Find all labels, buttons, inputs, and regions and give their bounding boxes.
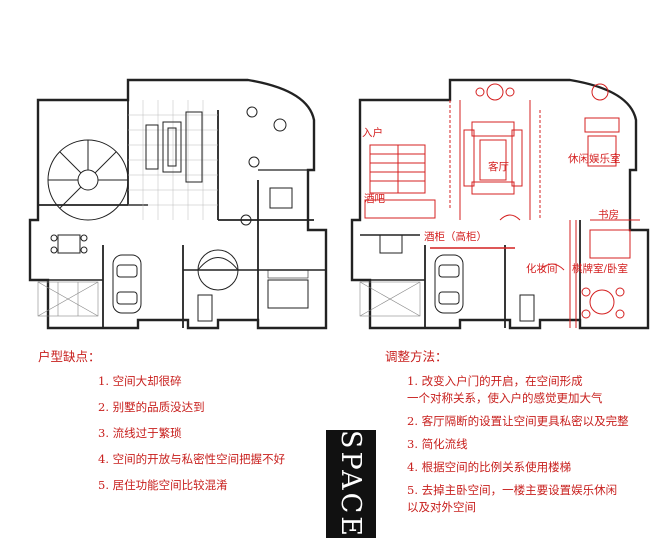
room-label-living: 客厅 [488, 161, 509, 173]
adjustments-heading: 调整方法： [385, 349, 448, 364]
room-label-chess-bed: 棋牌室/卧室 [572, 263, 629, 275]
list-item: 3. 流线过于繁琐 [98, 426, 182, 440]
adjusted-floor-plan: 入户 客厅 休闲娱乐室 酒吧 书房 酒柜（高柜） 化妆间 棋牌室/卧室 [340, 70, 650, 338]
space-logo: SPACE [326, 429, 376, 539]
room-label-study: 书房 [598, 209, 619, 221]
list-item-continued: 以及对外空间 [407, 500, 476, 514]
room-label-dressing: 化妆间 [526, 263, 558, 275]
list-item: 1. 改变入户门的开启，在空间形成 [407, 374, 583, 388]
list-item: 2. 客厅隔断的设置让空间更具私密以及完整 [407, 414, 629, 428]
list-item: 4. 根据空间的比例关系使用楼梯 [407, 460, 572, 474]
defects-heading: 户型缺点： [38, 349, 101, 364]
room-label-leisure: 休闲娱乐室 [568, 153, 621, 165]
room-label-entry: 入户 [362, 127, 383, 139]
list-item: 2. 别墅的品质没达到 [98, 400, 205, 414]
adjustments-list: 1. 改变入户门的开启，在空间形成 一个对称关系，使入户的感觉更加大气 2. 客… [385, 373, 669, 516]
list-item: 5. 居住功能空间比较混淆 [98, 478, 228, 492]
room-label-wine-cabinet: 酒柜（高柜） [424, 231, 487, 243]
list-item: 5. 去掉主卧空间，一楼主要设置娱乐休闲 [407, 483, 618, 497]
original-floor-plan-drawing [28, 78, 328, 330]
list-item-continued: 一个对称关系，使入户的感觉更加大气 [407, 391, 603, 405]
list-item: 3. 简化流线 [407, 437, 468, 451]
room-label-bar: 酒吧 [364, 193, 385, 205]
original-floor-plan [18, 70, 328, 338]
adjustments-section: 调整方法： 1. 改变入户门的开启，在空间形成 一个对称关系，使入户的感觉更加大… [385, 346, 669, 522]
defects-list: 1. 空间大却很碎 2. 别墅的品质没达到 3. 流线过于繁琐 4. 空间的开放… [38, 373, 318, 494]
adjusted-floor-plan-drawing [350, 78, 650, 330]
space-logo-text: SPACE [335, 429, 367, 539]
defects-section: 户型缺点： 1. 空间大却很碎 2. 别墅的品质没达到 3. 流线过于繁琐 4.… [38, 346, 318, 503]
list-item: 1. 空间大却很碎 [98, 374, 182, 388]
list-item: 4. 空间的开放与私密性空间把握不好 [98, 452, 286, 466]
